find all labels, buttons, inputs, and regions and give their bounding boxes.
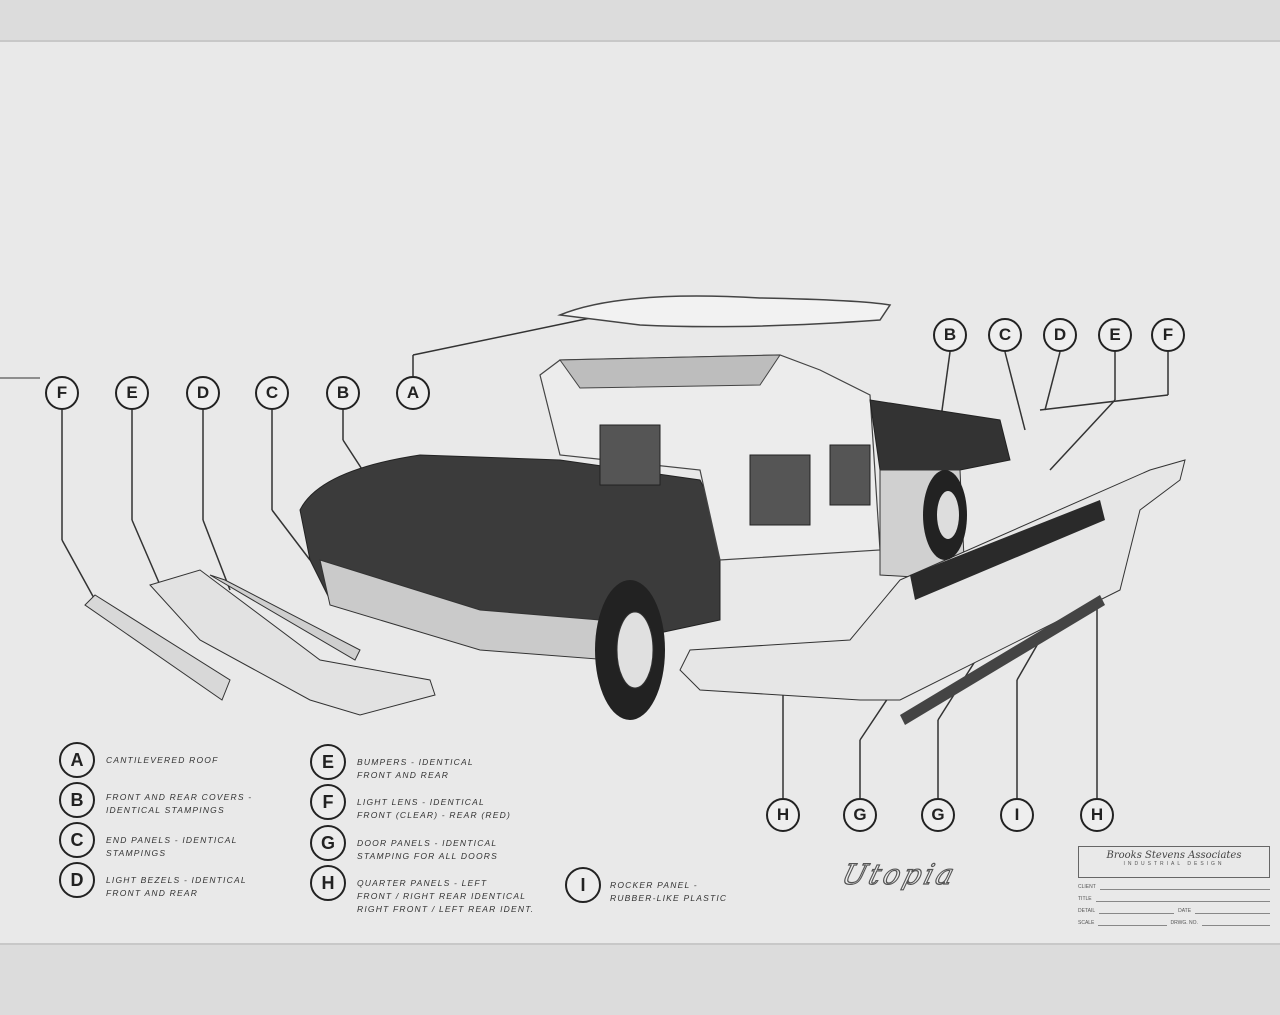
callout-f-front: F [45, 376, 79, 410]
field-date: DATE [1178, 908, 1192, 914]
legend-key-b: B [59, 782, 95, 818]
legend-text-h: Quarter panels - left front / right rear… [357, 878, 535, 914]
legend-text-g: Door panels - identical stamping for all… [357, 838, 499, 861]
legend-key-f: F [310, 784, 346, 820]
callout-b-rear: B [933, 318, 967, 352]
legend-text-i: Rocker panel - rubber-like plastic [610, 880, 728, 903]
utopia-logo: Utopia [838, 857, 961, 891]
callout-g-1: G [843, 798, 877, 832]
firm-subtitle: INDUSTRIAL DESIGN [1123, 861, 1225, 867]
legend-text-e: Bumpers - identical front and rear [357, 757, 474, 780]
callout-b-front: B [326, 376, 360, 410]
legend-key-a: A [59, 742, 95, 778]
legend-text-b: Front and rear covers - identical stampi… [106, 792, 253, 815]
sheet-edge-top [0, 40, 1280, 42]
callout-f-rear: F [1151, 318, 1185, 352]
legend-text-d: Light bezels - identical front and rear [106, 875, 247, 898]
sheet-edge-bottom [0, 943, 1280, 945]
field-drwg-no: DRWG. NO. [1170, 920, 1198, 926]
legend-key-c: C [59, 822, 95, 858]
legend-key-g: G [310, 825, 346, 861]
field-scale: SCALE [1078, 920, 1095, 926]
callout-h-left: H [766, 798, 800, 832]
legend-key-e: E [310, 744, 346, 780]
field-title: TITLE [1078, 896, 1092, 902]
callout-d-rear: D [1043, 318, 1077, 352]
legend-text-c: End panels - identical stampings [106, 835, 238, 858]
legend-text-a: Cantilevered roof [106, 755, 219, 765]
field-detail: DETAIL [1078, 908, 1096, 914]
legend-key-d: D [59, 862, 95, 898]
title-block: Brooks Stevens Associates INDUSTRIAL DES… [1078, 846, 1271, 936]
callout-a-roof: A [396, 376, 430, 410]
firm-name: Brooks Stevens Associates [1106, 850, 1242, 861]
callout-e-rear: E [1098, 318, 1132, 352]
callout-d-front: D [186, 376, 220, 410]
field-client: CLIENT [1078, 884, 1096, 890]
callout-e-front: E [115, 376, 149, 410]
legend-key-h: H [310, 865, 346, 901]
legend-key-i: I [565, 867, 601, 903]
callout-h-right: H [1080, 798, 1114, 832]
firm-box: Brooks Stevens Associates INDUSTRIAL DES… [1078, 846, 1270, 878]
callout-g-2: G [921, 798, 955, 832]
callout-c-front: C [255, 376, 289, 410]
callout-c-rear: C [988, 318, 1022, 352]
callout-i: I [1000, 798, 1034, 832]
legend-text-f: Light lens - identical front (clear) - r… [357, 797, 511, 820]
